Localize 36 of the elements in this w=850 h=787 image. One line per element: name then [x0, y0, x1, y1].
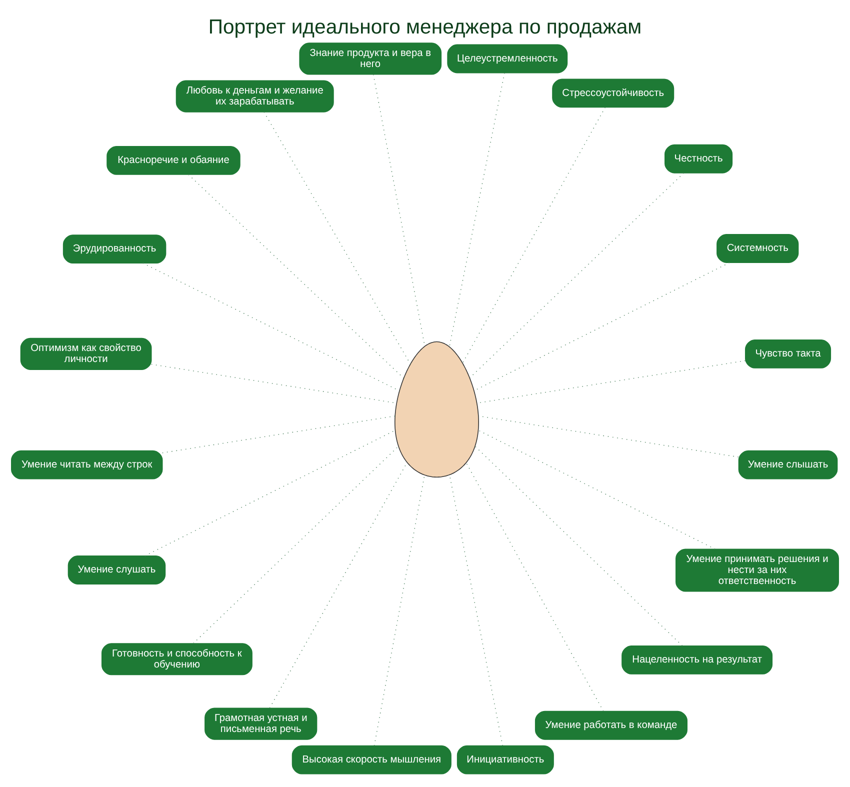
connector	[478, 415, 739, 457]
connector	[374, 474, 425, 746]
connector	[478, 429, 716, 549]
node-box: Оптимизм как свойство личности	[20, 337, 152, 370]
node-box: Инициативность	[456, 744, 554, 774]
node-box: Чувство такта	[745, 338, 832, 368]
node-box: Грамотная устная и письменная речь	[204, 707, 318, 740]
node-person	[394, 340, 479, 477]
connector	[466, 462, 604, 712]
node-box: Знание продукта и вера в него	[299, 42, 442, 74]
connector	[264, 111, 411, 364]
node-box: Стрессоустойчивость	[552, 78, 674, 108]
connector	[188, 174, 404, 378]
diagram-title: Портрет идеального менеджера по продажам	[208, 16, 642, 38]
connector	[469, 172, 684, 378]
connector	[193, 445, 399, 644]
node-box: Высокая скорость мышления	[292, 744, 452, 774]
node-box: Умение слышать	[738, 450, 838, 479]
node-box: Умение слушать	[68, 555, 166, 584]
node-box: Любовь к деньгам и желание их зарабатывать	[176, 80, 334, 112]
node-box: Готовность и способность к обучению	[101, 642, 252, 675]
connector	[144, 429, 396, 556]
node-box: Умение читать между строк	[11, 450, 163, 479]
node-box: Красноречие и обаяние	[106, 146, 240, 174]
node-box: Умение принимать решения и нести за них ответственность	[676, 548, 839, 592]
connector	[462, 106, 606, 363]
node-box: Эрудированность	[62, 234, 166, 264]
connector	[162, 415, 396, 453]
node-box: Системность	[716, 234, 799, 262]
connector	[474, 446, 683, 646]
connector	[142, 262, 400, 391]
connector	[449, 72, 505, 347]
node-box: Целеустремленность	[447, 44, 568, 73]
node-box: Умение работать в команде	[534, 710, 688, 740]
node-box: Честность	[664, 144, 733, 173]
node-box: Нацеленность на результат	[622, 644, 773, 674]
